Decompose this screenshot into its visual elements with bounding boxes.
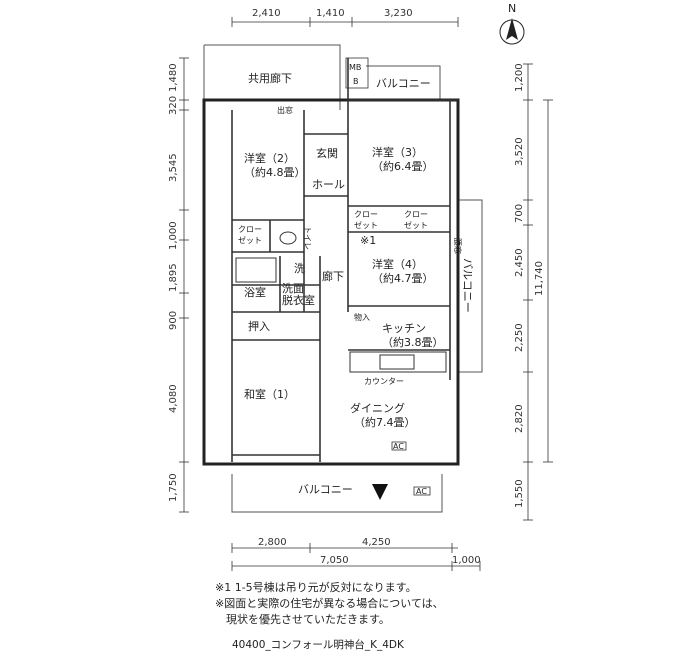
bathtub-icon: [235, 257, 277, 283]
western3-label: 洋室（3）: [372, 145, 423, 159]
footer-code: 40400_コンフォール明神台_K_4DK: [232, 639, 404, 651]
kitchen-label: キッチン: [382, 322, 426, 335]
dim-bottom-2: 4,250: [362, 537, 391, 548]
washroom-1: 洗面: [282, 282, 304, 295]
balcony-top-label: バルコニー: [376, 77, 431, 90]
dim-left-8: 1,750: [168, 473, 179, 502]
dim-right-total: 11,740: [534, 261, 545, 296]
dim-bottom-1: 2,800: [258, 537, 287, 548]
ac-label: AC: [393, 442, 404, 451]
mb-box: [345, 57, 369, 89]
ac2-label: AC: [416, 487, 427, 496]
note-1: ※1 1-5号棟は吊り元が反対になります。: [215, 581, 417, 594]
toilet-label: トイレ: [303, 226, 312, 250]
window-label: 腰窓: [453, 238, 463, 254]
dim-bottom-3: 7,050: [320, 555, 349, 566]
compass-label: N: [508, 2, 516, 15]
dim-top-1: 2,410: [252, 8, 281, 19]
western2-size: （約4.8畳）: [244, 165, 306, 179]
dim-left-4: 1,000: [168, 221, 179, 250]
floor-plan: N 2,410 1,410 3,230 1,480 320 3,545 1,00…: [168, 2, 553, 571]
outer-structure: [203, 44, 483, 513]
walls: [202, 98, 460, 466]
japanese1-label: 和室（1）: [244, 387, 295, 401]
balcony-side-label: バルコニー: [461, 258, 474, 313]
bottom-dimension: [231, 543, 481, 571]
dim-left-1: 1,480: [168, 63, 179, 92]
ac-box: [391, 441, 431, 496]
dim-bottom-4: 1,000: [452, 555, 481, 566]
bath-label: 浴室: [244, 285, 266, 299]
western4-label: 洋室（4）: [372, 257, 423, 271]
dim-left-3: 3,545: [168, 153, 179, 182]
closet-left-2: ゼット: [238, 235, 262, 245]
western3-size: （約6.4畳）: [372, 159, 434, 173]
dining-label: ダイニング: [350, 401, 405, 415]
notes: ※1 1-5号棟は吊り元が反対になります。 ※図面と実際の住宅が異なる場合につい…: [215, 580, 444, 628]
toilet-icon: [279, 231, 297, 245]
right-dimension: [523, 63, 553, 521]
western2-label: 洋室（2）: [244, 151, 295, 165]
dim-right-3: 700: [514, 204, 525, 223]
balcony-bottom-label: バルコニー: [298, 483, 353, 496]
closet-b-2: ゼット: [404, 220, 428, 230]
western4-size: （約4.7畳）: [372, 271, 434, 285]
b-label: B: [353, 77, 359, 86]
dim-right-1: 1,200: [514, 63, 525, 92]
oshiire-label: 押入: [248, 319, 270, 333]
dim-left-6: 900: [168, 311, 179, 330]
dim-right-2: 3,520: [514, 137, 525, 166]
wash-mark: 洗: [294, 262, 305, 275]
interior-walls: [231, 58, 458, 462]
mb-label: MB: [349, 63, 361, 72]
note-3: 現状を優先させていただきます。: [215, 613, 390, 626]
dim-right-7: 1,550: [514, 479, 525, 508]
hall-label: ホール: [312, 178, 345, 191]
north-compass-icon: N: [499, 2, 525, 45]
closet-a-2: ゼット: [354, 220, 378, 230]
storage-small-label: 物入: [354, 312, 370, 322]
kitchen-size: （約3.8畳）: [382, 335, 444, 349]
dim-top-2: 1,410: [316, 8, 345, 19]
closet-a-1: クロー: [354, 210, 378, 219]
counter-label: カウンター: [364, 377, 404, 386]
note-2: ※図面と実際の住宅が異なる場合については、: [215, 597, 444, 610]
dim-top-3: 3,230: [384, 8, 413, 19]
corridor-label: 廊下: [322, 269, 344, 283]
dim-right-4: 2,450: [514, 248, 525, 277]
dim-left-7: 4,080: [168, 384, 179, 413]
top-dimension: [231, 17, 459, 27]
left-dimension: [179, 57, 189, 513]
closet-left-1: クロー: [238, 225, 262, 234]
kitchen-counter: [349, 351, 447, 373]
dim-right-6: 2,820: [514, 404, 525, 433]
shared-corridor-label: 共用廊下: [248, 71, 292, 85]
dim-right-5: 2,250: [514, 323, 525, 352]
entrance-label: 玄関: [316, 146, 338, 160]
dining-size: （約7.4畳）: [354, 415, 416, 429]
note-mark: ※1: [360, 234, 376, 247]
closet-b-1: クロー: [404, 210, 428, 219]
balcony-arrow-icon: [372, 484, 388, 500]
dim-left-2: 320: [168, 96, 179, 115]
dim-left-5: 1,895: [168, 263, 179, 292]
exit-label: 出窓: [277, 105, 293, 115]
washroom-2: 脱衣室: [282, 293, 315, 307]
